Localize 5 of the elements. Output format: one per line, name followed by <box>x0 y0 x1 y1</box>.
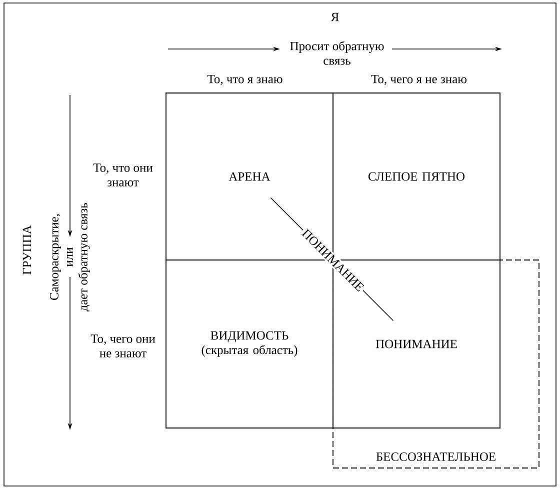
axis-label: Самораскрытие, или дает обратную связь <box>50 203 90 312</box>
heading: Я <box>330 12 339 22</box>
axis-label: Просит обратную связь <box>290 41 384 65</box>
heading: ГРУППА <box>22 225 32 275</box>
row-header: То, что они знают <box>93 164 153 186</box>
